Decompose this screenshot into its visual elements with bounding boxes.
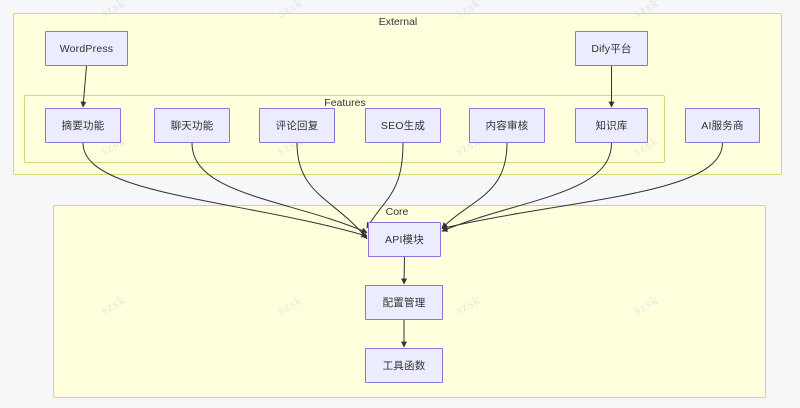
node-config-management[interactable]: 配置管理 bbox=[365, 285, 443, 320]
node-seo-generation[interactable]: SEO生成 bbox=[365, 108, 441, 143]
node-summary-feature[interactable]: 摘要功能 bbox=[45, 108, 121, 143]
node-chat-feature[interactable]: 聊天功能 bbox=[154, 108, 230, 143]
node-content-audit[interactable]: 内容审核 bbox=[469, 108, 545, 143]
cluster-label-core: Core bbox=[385, 206, 409, 218]
node-comment-reply[interactable]: 评论回复 bbox=[259, 108, 335, 143]
cluster-label-external: External bbox=[378, 16, 418, 28]
node-tool-functions[interactable]: 工具函数 bbox=[365, 348, 443, 383]
node-ai-provider[interactable]: AI服务商 bbox=[685, 108, 760, 143]
node-wordpress[interactable]: WordPress bbox=[45, 31, 128, 66]
node-api-module[interactable]: API模块 bbox=[368, 222, 441, 257]
cluster-label-features: Features bbox=[324, 97, 366, 109]
node-dify-platform[interactable]: Dify平台 bbox=[575, 31, 648, 66]
node-knowledge-base[interactable]: 知识库 bbox=[575, 108, 648, 143]
